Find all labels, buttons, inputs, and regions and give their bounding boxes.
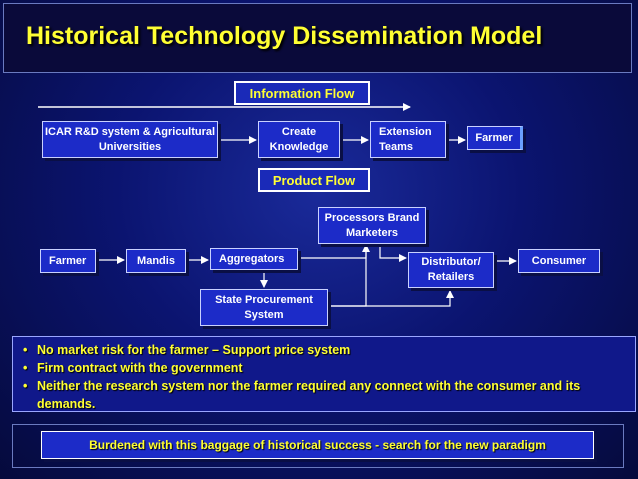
- node-mandis: Mandis: [126, 249, 186, 273]
- node-distributor: Distributor/ Retailers: [408, 252, 494, 288]
- title-bar: Historical Technology Dissemination Mode…: [3, 3, 632, 73]
- bullet-item: •Firm contract with the government: [23, 361, 243, 375]
- bullet-dot-icon: •: [23, 343, 28, 357]
- arrow-processors-to-distributor: [379, 244, 407, 262]
- arrow-aggregators-to-processors: [298, 244, 370, 259]
- footer-frame: Burdened with this baggage of historical…: [12, 424, 624, 468]
- node-extension-teams: Extension Teams: [370, 121, 446, 158]
- slide-title: Historical Technology Dissemination Mode…: [26, 22, 543, 50]
- node-consumer: Consumer: [518, 249, 600, 273]
- bullet-panel: •No market risk for the farmer – Support…: [12, 336, 636, 412]
- bullet-dot-icon: •: [23, 361, 28, 375]
- bullet-dot-icon: •: [23, 379, 28, 393]
- footer-message: Burdened with this baggage of historical…: [41, 431, 594, 459]
- node-info-farmer: Farmer: [467, 126, 523, 150]
- bullet-item: •Neither the research system nor the far…: [23, 379, 581, 411]
- information-flow-header: Information Flow: [234, 81, 370, 105]
- node-farmer: Farmer: [40, 249, 96, 273]
- node-icar: ICAR R&D system & Agricultural Universit…: [42, 121, 218, 158]
- node-state-procurement: State Procurement System: [200, 289, 328, 326]
- product-flow-header: Product Flow: [258, 168, 370, 192]
- node-aggregators: Aggregators: [210, 248, 298, 270]
- arrow-state-to-distributor: [328, 290, 454, 307]
- bullet-item: •No market risk for the farmer – Support…: [23, 343, 351, 357]
- node-processors: Processors Brand Marketers: [318, 207, 426, 244]
- node-create-knowledge: Create Knowledge: [258, 121, 340, 158]
